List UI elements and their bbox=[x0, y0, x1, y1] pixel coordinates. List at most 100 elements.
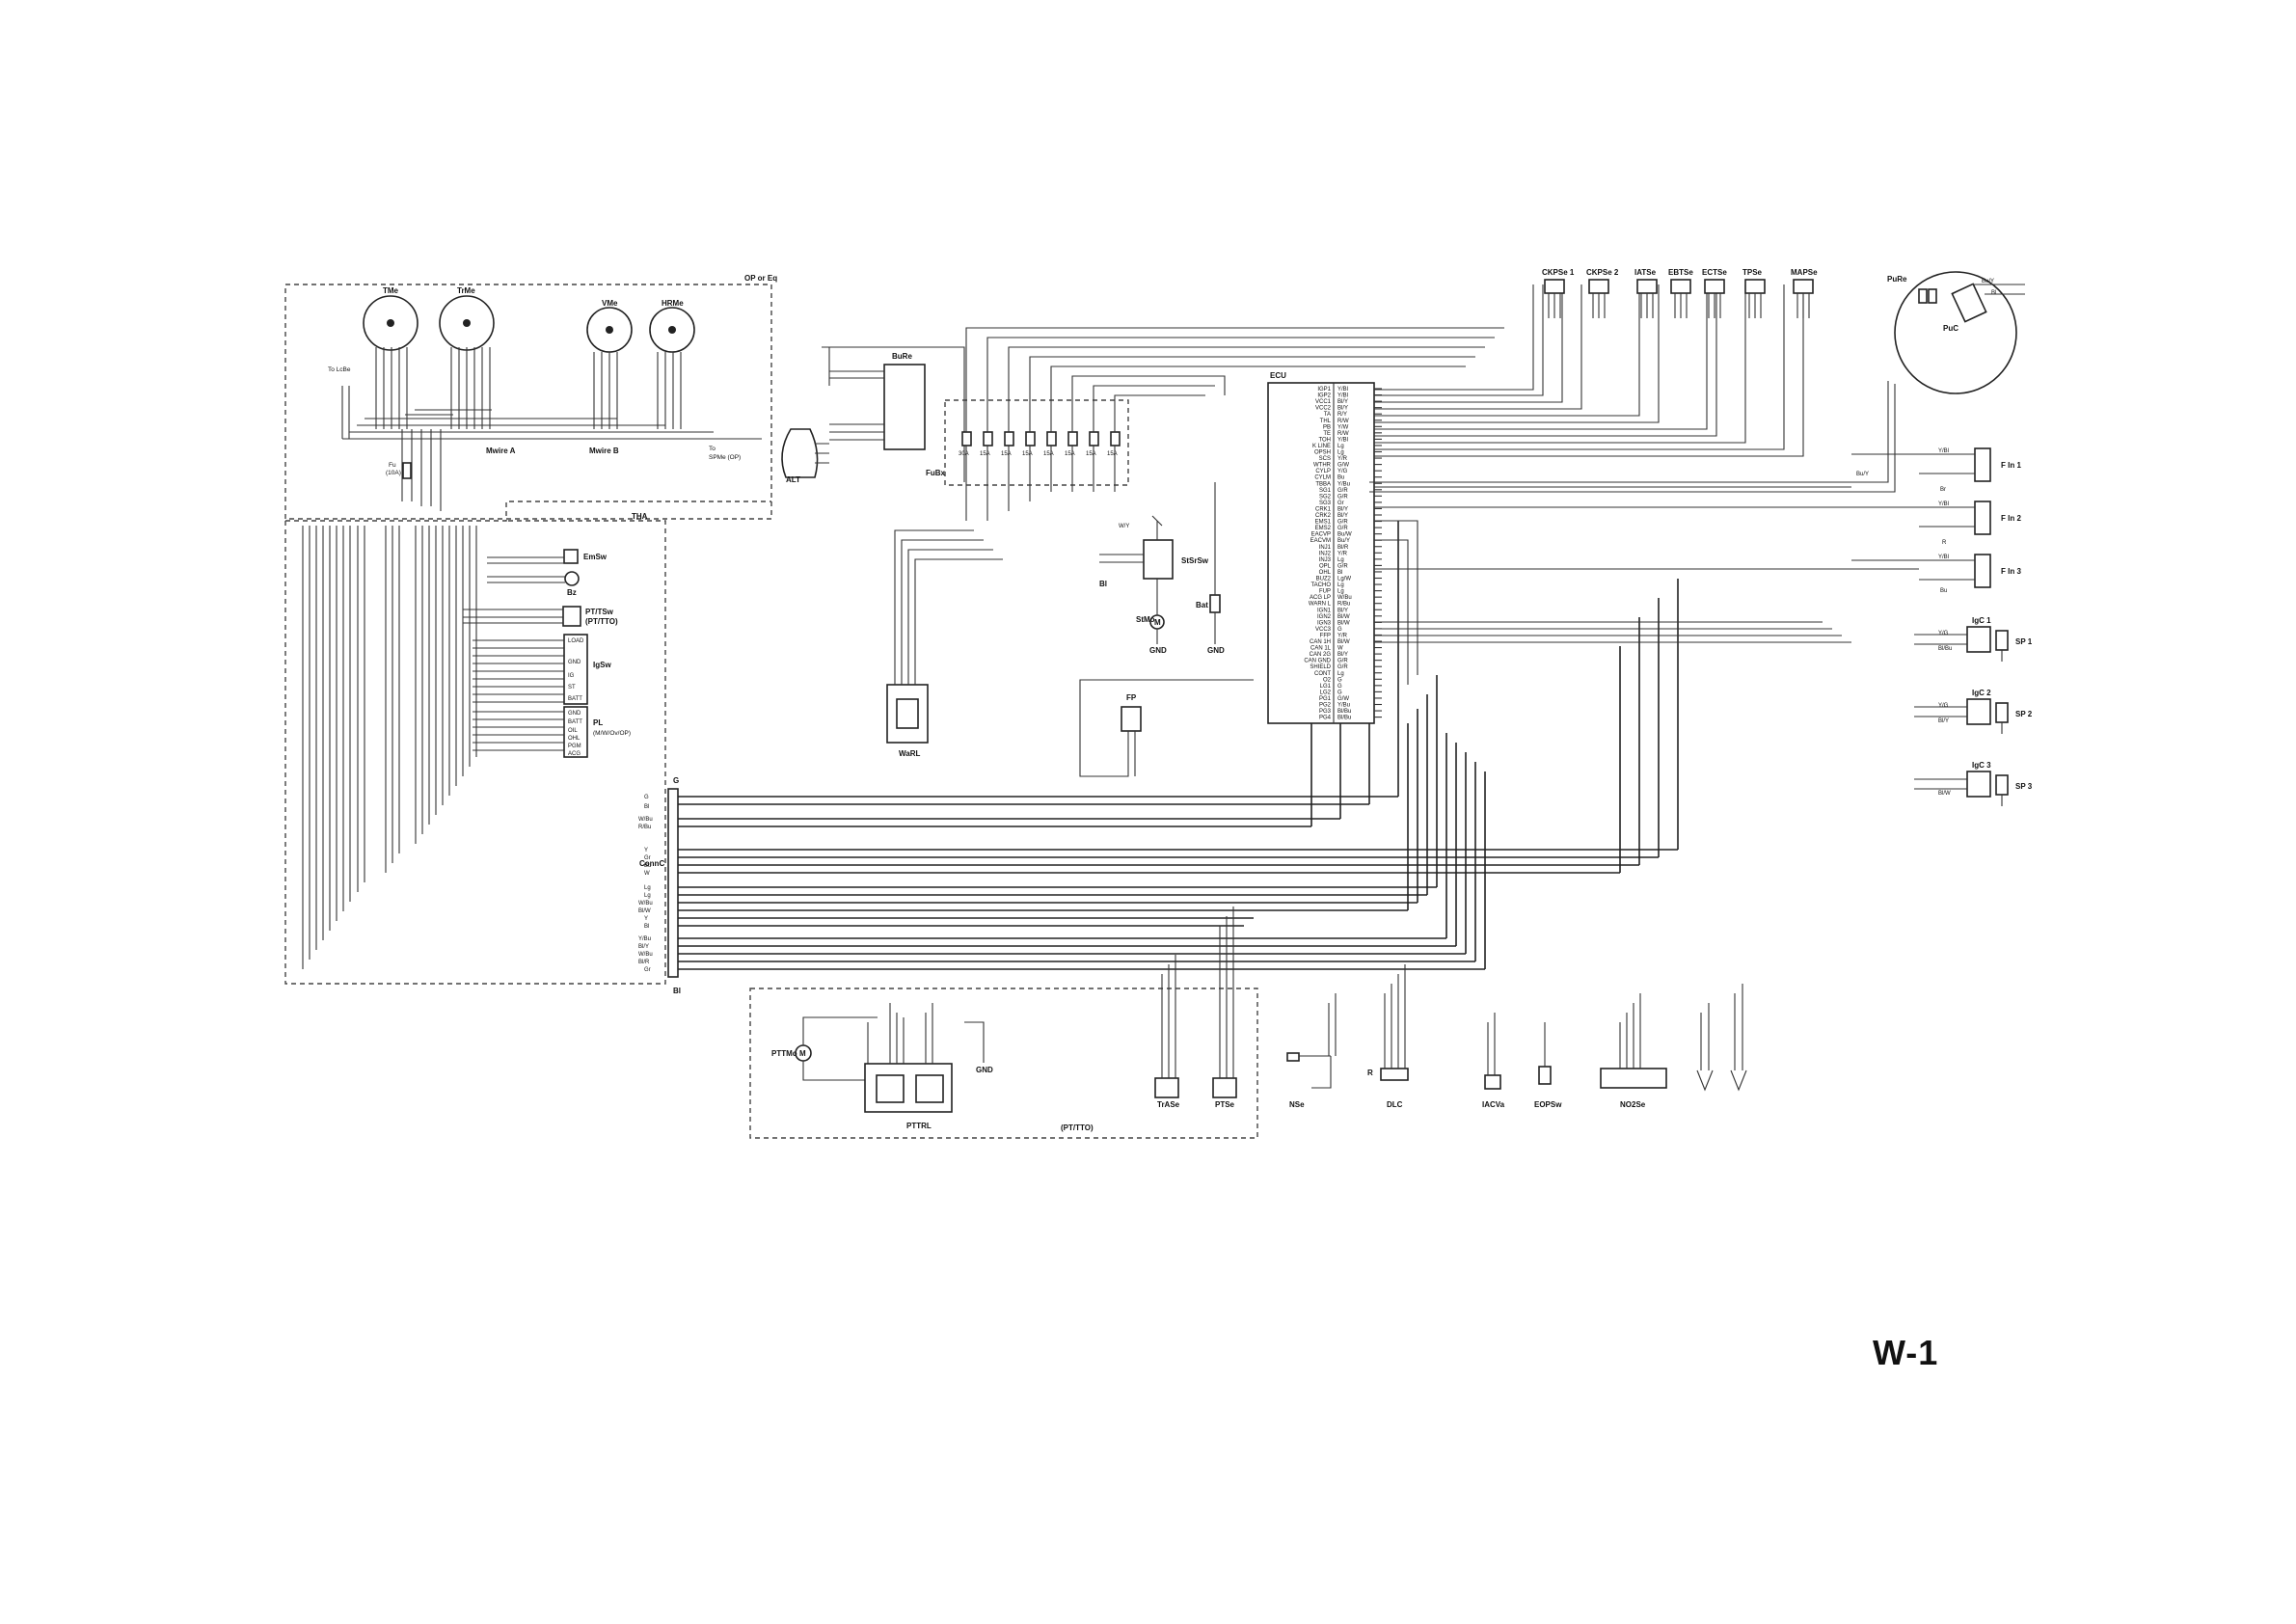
stmo-gnd-label: GND bbox=[1149, 646, 1167, 655]
ecu-pin-label: IGN1 bbox=[1317, 608, 1332, 613]
sensor-body bbox=[1704, 279, 1725, 294]
ecu-wire-label: G/R bbox=[1337, 488, 1348, 494]
bat-label: Bat bbox=[1196, 601, 1208, 609]
ecu-pin-label: IGP1 bbox=[1317, 387, 1331, 392]
ignition-coil-body bbox=[1966, 698, 1991, 725]
ecu-pin-label: TE bbox=[1323, 431, 1331, 437]
ecu-wire-label: R/W bbox=[1337, 419, 1349, 424]
ecu-pin-label: THL bbox=[1320, 419, 1332, 424]
ecu-pin-label: SG1 bbox=[1319, 488, 1332, 494]
trme-label: TrMe bbox=[457, 286, 475, 295]
ecu-wire-label: Lg/W bbox=[1337, 577, 1351, 582]
ecu-wire-label: Y/G bbox=[1337, 469, 1348, 474]
o2-sensor: NO2Se bbox=[1600, 993, 1667, 1109]
injector-wire-label: R bbox=[1942, 540, 1947, 546]
ecu-wire-label: G bbox=[1337, 684, 1342, 690]
pl-pin: BATT bbox=[568, 719, 582, 725]
injector-label: F In 1 bbox=[2001, 461, 2021, 470]
ecu-wire-label: Bu/Y bbox=[1337, 538, 1350, 544]
ecu-wire-label: Bl/Y bbox=[1337, 406, 1348, 412]
ecu-output-wires bbox=[1374, 284, 1919, 685]
connc-wire: Y bbox=[644, 848, 648, 853]
fuse-rating: 15A bbox=[1043, 451, 1054, 457]
igsw-pin: IG bbox=[568, 673, 575, 679]
spark-plug-body bbox=[1995, 774, 2009, 796]
ecu-wire-label: Lg bbox=[1337, 450, 1344, 456]
idle-air-control-valve: IACVa bbox=[1482, 1013, 1505, 1109]
ecu-pin-label: INJ1 bbox=[1319, 545, 1332, 551]
dlc-label: DLC bbox=[1387, 1100, 1403, 1109]
ecu-wire-label: Lg bbox=[1337, 671, 1344, 677]
to-spme-label: To bbox=[709, 446, 716, 452]
nse-label: NSe bbox=[1289, 1100, 1305, 1109]
starter-motor: M StMo GND bbox=[1136, 579, 1167, 655]
pt-sensor: PTSe bbox=[1212, 907, 1237, 1109]
ecu-wire-label: G/R bbox=[1337, 659, 1348, 664]
mwire-a-label: Mwire A bbox=[486, 447, 516, 455]
connc-wire: Gr bbox=[644, 967, 651, 973]
sensor-leads bbox=[1674, 293, 1688, 318]
ecu-pin-label: OPL bbox=[1319, 563, 1332, 569]
ecu-pin-label: VCC2 bbox=[1315, 406, 1332, 412]
pttsw-label: PT/TSw bbox=[585, 608, 614, 616]
ecu-wire-label: Y/Bl bbox=[1337, 437, 1348, 443]
ecu-pin-label: IGN3 bbox=[1317, 620, 1332, 626]
spark-plug-label: SP 3 bbox=[2015, 782, 2033, 791]
pt-trim-motor: M PTTMo bbox=[771, 1016, 878, 1081]
ecu-wire-label: Y/R bbox=[1337, 633, 1348, 638]
sensor-label: MAPSe bbox=[1791, 268, 1818, 277]
injector-label: F In 2 bbox=[2001, 514, 2021, 523]
connc-bl-label: Bl bbox=[673, 987, 681, 995]
pt-tto-label: (PT/TTO) bbox=[1061, 1123, 1094, 1132]
pttrl-label: PTTRL bbox=[906, 1122, 932, 1130]
ecu-wire-label: Bl/Y bbox=[1337, 506, 1348, 512]
sensor-label: CKPSe 2 bbox=[1586, 268, 1619, 277]
ecu-wire-label: Bl/Bu bbox=[1337, 709, 1351, 715]
buzzer-relay: BuRe bbox=[822, 346, 965, 482]
alternator: ALT bbox=[781, 428, 829, 484]
ecu-pin-label: OHL bbox=[1319, 570, 1332, 576]
sensor-body bbox=[1544, 279, 1565, 294]
sensor-body bbox=[1636, 279, 1658, 294]
pilot-lamp: PL (M/W/Ov/OP) GND BATT OIL OHL PGM ACG bbox=[473, 706, 631, 758]
pure-label: PuRe bbox=[1887, 275, 1907, 284]
ignition-wire-label: Bl/Bu bbox=[1938, 646, 1952, 652]
ecu-wire-label: G/R bbox=[1337, 563, 1348, 569]
pt-trim-relay: PTTRL bbox=[864, 1003, 953, 1130]
pt-tilt-switch: PT/TSw (PT/TTO) bbox=[463, 606, 618, 627]
pl-pin: OIL bbox=[568, 728, 578, 734]
injector-wires bbox=[1851, 506, 1975, 528]
injector-wires bbox=[1851, 453, 1975, 474]
to-spme-label-2: SPMe (OP) bbox=[709, 454, 741, 461]
ecu-pin-label: SG2 bbox=[1319, 494, 1332, 500]
wire-bu-y-2: Bu/Y bbox=[1856, 472, 1869, 477]
ignition-coil-label: IgC 2 bbox=[1972, 689, 1991, 697]
ecu-pin-label: BUZ2 bbox=[1316, 577, 1332, 582]
tme-label: TMe bbox=[383, 286, 399, 295]
ecu-wire-label: Bl/W bbox=[1337, 639, 1350, 645]
pttsw-label-2: (PT/TTO) bbox=[585, 617, 618, 626]
no2se-label: NO2Se bbox=[1620, 1100, 1646, 1109]
injector-body bbox=[1974, 554, 1991, 588]
fuse-rating: 30A bbox=[959, 451, 969, 457]
ignition-coil-wires bbox=[1914, 778, 2003, 806]
fuel-pump: FP bbox=[1079, 679, 1254, 777]
sensor-leads bbox=[1640, 293, 1654, 318]
ecu-wire-label: G/R bbox=[1337, 526, 1348, 531]
ignition-wire-label: Y/G bbox=[1938, 631, 1949, 636]
fuse-rating: 15A bbox=[980, 451, 990, 457]
sensor-label: CKPSe 1 bbox=[1542, 268, 1575, 277]
ignition-coil-wires bbox=[1914, 706, 2003, 734]
voltmeter: VMe bbox=[586, 299, 633, 353]
ecu-wire-label: Lg bbox=[1337, 582, 1344, 588]
sensor-leads bbox=[1592, 293, 1606, 318]
ground-connectors bbox=[1696, 984, 1747, 1092]
ecu-wire-label: Y/Bl bbox=[1337, 387, 1348, 392]
ecu-pin-label: FFP bbox=[1320, 633, 1331, 638]
spark-plug-label: SP 2 bbox=[2015, 710, 2033, 718]
page-number: W-1 bbox=[1873, 1333, 1939, 1372]
buzzer: Bz bbox=[487, 571, 580, 597]
connc-wire: Bl/R bbox=[638, 960, 650, 965]
hrme-label: HRMe bbox=[662, 299, 684, 308]
connc-g-label: G bbox=[673, 776, 679, 785]
